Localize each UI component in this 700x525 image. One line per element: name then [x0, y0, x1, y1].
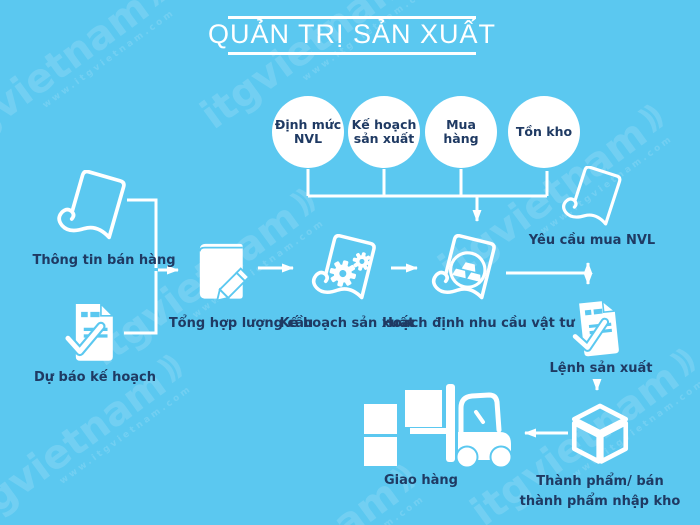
connector-sales-info — [127, 198, 158, 268]
node-inventory: Tồn kho — [508, 96, 580, 168]
label-demand-aggregation: Tổng hợp lượng cầu — [168, 316, 314, 331]
label-material-planning: Hoạch định nhu cầu vật tư — [382, 316, 575, 331]
title-rule-bottom — [228, 52, 476, 55]
node-production-plan: Kế hoạch sản xuất — [348, 96, 420, 168]
label-production-plan: Kế hoạch sản xuất — [279, 316, 415, 331]
cube-icon — [571, 403, 629, 464]
book-pencil-icon — [198, 243, 251, 302]
label-finished-goods: Thành phẩm/ bán thành phẩm nhập kho — [519, 474, 681, 509]
node-purchasing: Mua hàng — [425, 96, 497, 168]
title-rule-top — [228, 16, 476, 19]
tilted-paper-icon — [57, 170, 126, 240]
label-delivery: Giao hàng — [384, 473, 458, 488]
tilted-paper-icon — [562, 166, 622, 226]
connector-forecast — [124, 271, 158, 335]
label-forecast: Dự báo kế hoạch — [33, 370, 156, 385]
node-material-norms: Định mức NVL — [272, 96, 344, 168]
label-purchase-request: Yêu cầu mua NVL — [528, 233, 656, 248]
materials-paper-icon — [431, 234, 496, 300]
forklift-icon — [364, 384, 512, 469]
check-document-icon — [63, 301, 115, 361]
gears-paper-icon — [311, 234, 376, 300]
check-document-icon — [570, 299, 619, 357]
page-title: QUẢN TRỊ SẢN XUẤT — [207, 19, 497, 49]
label-sales-info: Thông tin bán hàng — [32, 253, 176, 268]
label-production-order: Lệnh sản xuất — [549, 361, 653, 376]
